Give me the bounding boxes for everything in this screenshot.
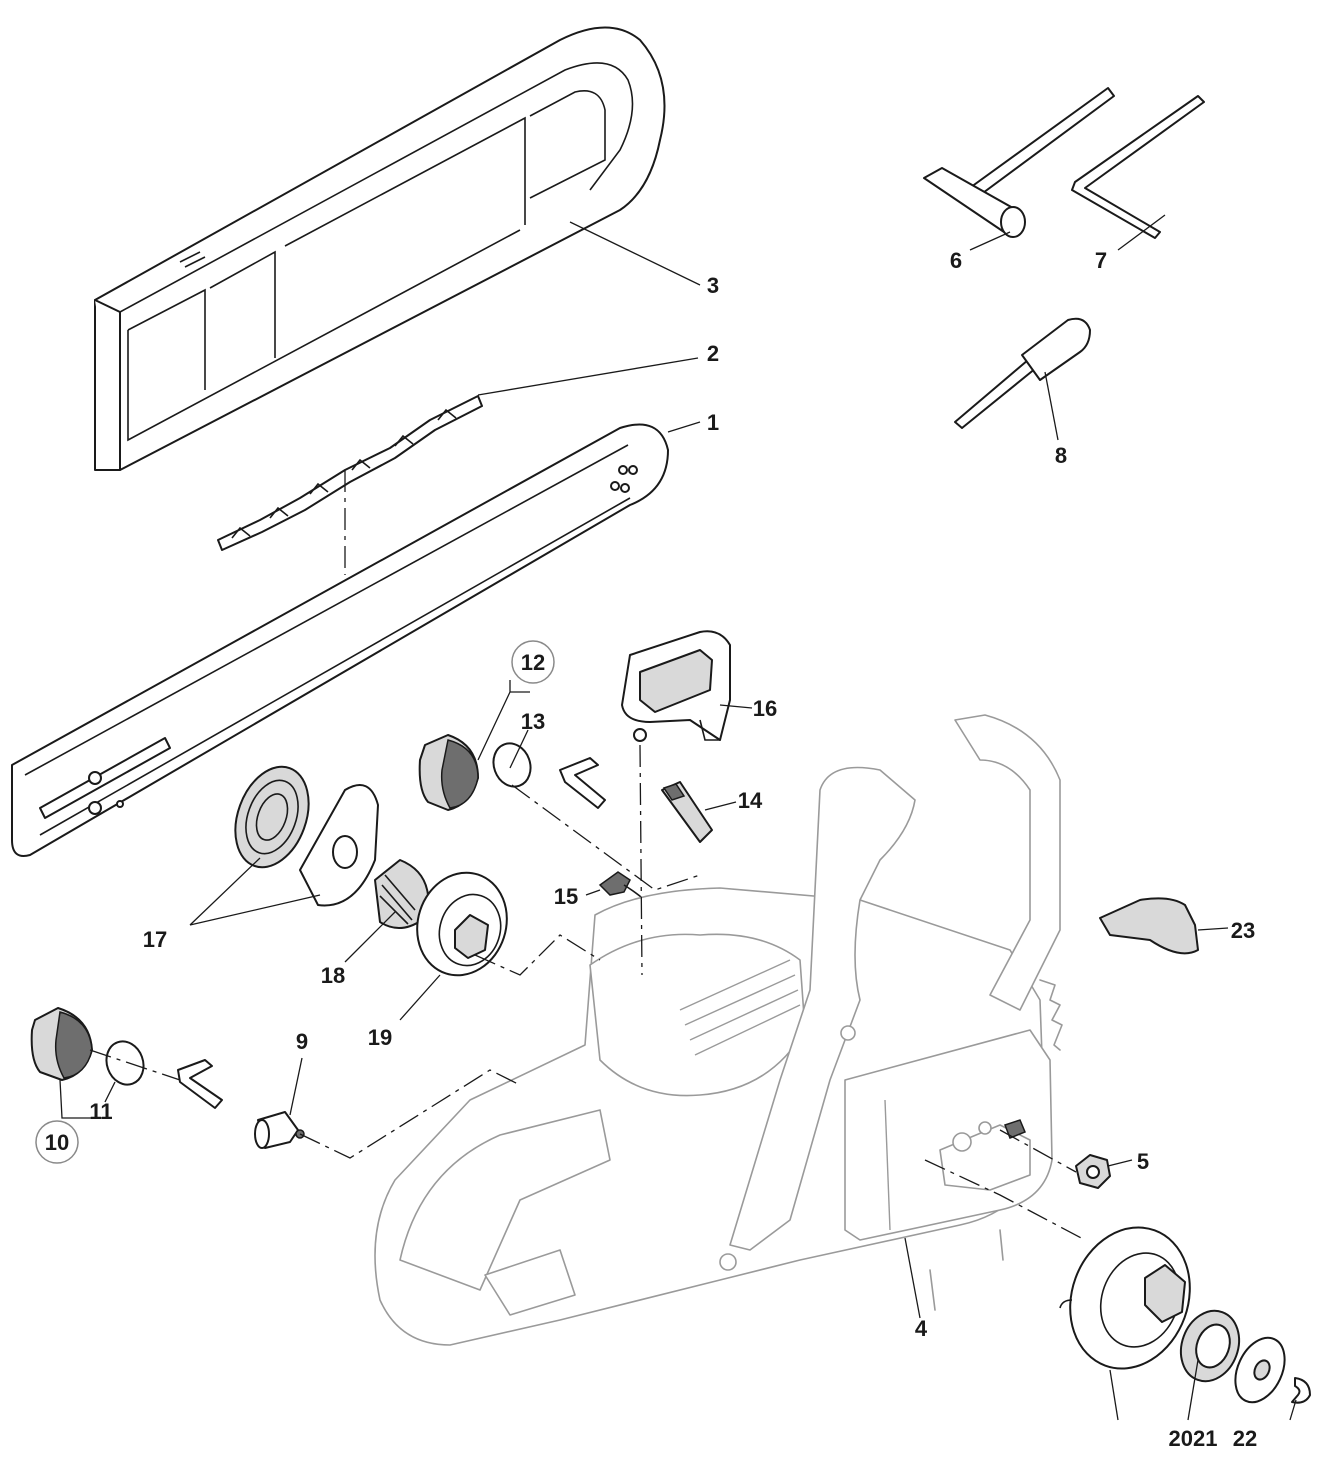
- callout-8: 8: [1055, 443, 1067, 468]
- air-filter-cover: [621, 630, 731, 742]
- leader-lines: [59, 214, 1297, 1421]
- engine-housing: [374, 714, 1063, 1346]
- callout-1: 1: [707, 410, 719, 435]
- fuel-fitting: [598, 871, 651, 906]
- callout-13: 13: [521, 709, 545, 734]
- starter-pulley: [416, 871, 508, 977]
- callout-2: 2: [707, 341, 719, 366]
- recoil-spring: [234, 765, 379, 907]
- callout-14: 14: [738, 788, 763, 813]
- clutch-drum: [1059, 1226, 1191, 1370]
- fuel-filter: [254, 1111, 305, 1149]
- guide-bar: [11, 423, 669, 857]
- bar-nut: [1004, 1119, 1111, 1189]
- callout-23: 23: [1231, 918, 1255, 943]
- e-clip: [1291, 1377, 1311, 1404]
- fuel-cap-assembly: [30, 1007, 223, 1109]
- washer: [1234, 1336, 1286, 1404]
- callout-12: 12: [521, 650, 545, 675]
- callout-11: 11: [89, 1099, 112, 1124]
- assembly-lines: [89, 470, 1086, 1241]
- callout-16: 16: [753, 696, 777, 721]
- hex-key: [1071, 95, 1205, 239]
- callout-ring-12: [511, 640, 555, 684]
- t-wrench: [923, 87, 1115, 238]
- callout-4: 4: [915, 1316, 928, 1341]
- screwdriver: [954, 317, 1091, 429]
- oil-cap-assembly: [418, 734, 606, 811]
- callout-7: 7: [1095, 248, 1107, 273]
- callout-6: 6: [950, 248, 962, 273]
- saw-chain: [217, 395, 483, 551]
- callout-17: 17: [143, 927, 167, 952]
- callout-10: 10: [45, 1130, 69, 1155]
- callout-22: 22: [1233, 1426, 1257, 1451]
- callout-19: 19: [368, 1025, 392, 1050]
- bar-cover: [94, 26, 666, 471]
- callout-18: 18: [321, 963, 345, 988]
- rim-sprocket: [1179, 1309, 1241, 1383]
- spark-plug: [661, 781, 713, 843]
- callout-20-21: 2021: [1169, 1426, 1218, 1451]
- callout-ring-10: [35, 1120, 79, 1164]
- callout-5: 5: [1137, 1149, 1149, 1174]
- chain-catcher: [1099, 897, 1199, 955]
- callout-3: 3: [707, 273, 719, 298]
- callout-9: 9: [296, 1029, 308, 1054]
- callout-15: 15: [554, 884, 578, 909]
